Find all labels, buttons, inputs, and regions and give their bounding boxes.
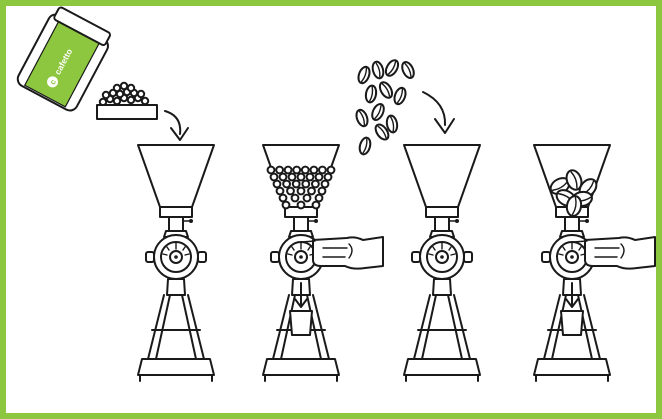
coffee-bean: [371, 60, 385, 79]
coffee-bean: [358, 136, 372, 155]
cleaning-tablet: [308, 188, 315, 195]
cleaning-tablet: [302, 181, 309, 188]
cleaning-tablet: [287, 188, 294, 195]
cleaning-tablet: [268, 167, 275, 174]
cleaning-tablet: [307, 174, 314, 181]
grinder-step-2: [263, 145, 383, 381]
curved-arrow-icon: [423, 92, 454, 133]
cleaning-tablet: [319, 188, 326, 195]
cleaning-tablet: [316, 195, 323, 202]
hand-adjusting-dial: [573, 237, 655, 269]
cleaning-tablet: [274, 181, 281, 188]
grinder-step-4: [534, 145, 655, 381]
cleaning-tablet: [292, 195, 299, 202]
coffee-bean: [370, 102, 386, 122]
cleaning-tablet: [311, 167, 318, 174]
curved-arrow-icon: [165, 111, 188, 140]
hand-adjusting-dial: [301, 237, 383, 269]
cleaning-tablet: [312, 181, 319, 188]
coffee-bean: [383, 58, 400, 78]
coffee-bean: [377, 80, 394, 100]
cleaning-tablet: [298, 174, 305, 181]
cleaning-tablet: [325, 174, 332, 181]
cleaning-tablet: [293, 167, 300, 174]
cleaning-tablet: [328, 167, 335, 174]
cleaning-tablet: [304, 195, 311, 202]
cleaning-tablet: [283, 181, 290, 188]
cleaning-tablet: [280, 174, 287, 181]
grinder-step-3: [404, 145, 480, 381]
hopper-tablets: [268, 167, 335, 209]
cleaning-tablet: [289, 174, 296, 181]
cleaning-tablet-canister: c cafetto: [15, 5, 115, 114]
cleaning-tablet: [319, 167, 326, 174]
cleaning-tablet: [293, 181, 300, 188]
cleaning-tablet: [302, 167, 309, 174]
coffee-bean: [400, 60, 416, 80]
coffee-bean: [356, 65, 371, 84]
falling-tablets: [100, 83, 148, 105]
cleaning-tablet: [322, 181, 329, 188]
grinder-step-1: [138, 145, 214, 381]
cleaning-tablet: [298, 202, 305, 209]
panel-3-beans-falling: [354, 58, 416, 155]
cleaning-tablet: [271, 174, 278, 181]
panel-1: c cafetto: [15, 5, 188, 140]
cleaning-tablet: [316, 174, 323, 181]
cleaning-tablet: [283, 202, 290, 209]
coffee-bean: [354, 108, 369, 127]
cleaning-tablet: [313, 202, 320, 209]
cleaning-tablet: [298, 188, 305, 195]
cleaning-tablet: [280, 195, 287, 202]
tablet-tray: [97, 105, 157, 119]
cleaning-tablet: [277, 188, 284, 195]
coffee-bean: [365, 85, 378, 103]
cleaning-tablet: [285, 167, 292, 174]
coffee-bean: [392, 86, 407, 105]
cleaning-tablet: [276, 167, 283, 174]
